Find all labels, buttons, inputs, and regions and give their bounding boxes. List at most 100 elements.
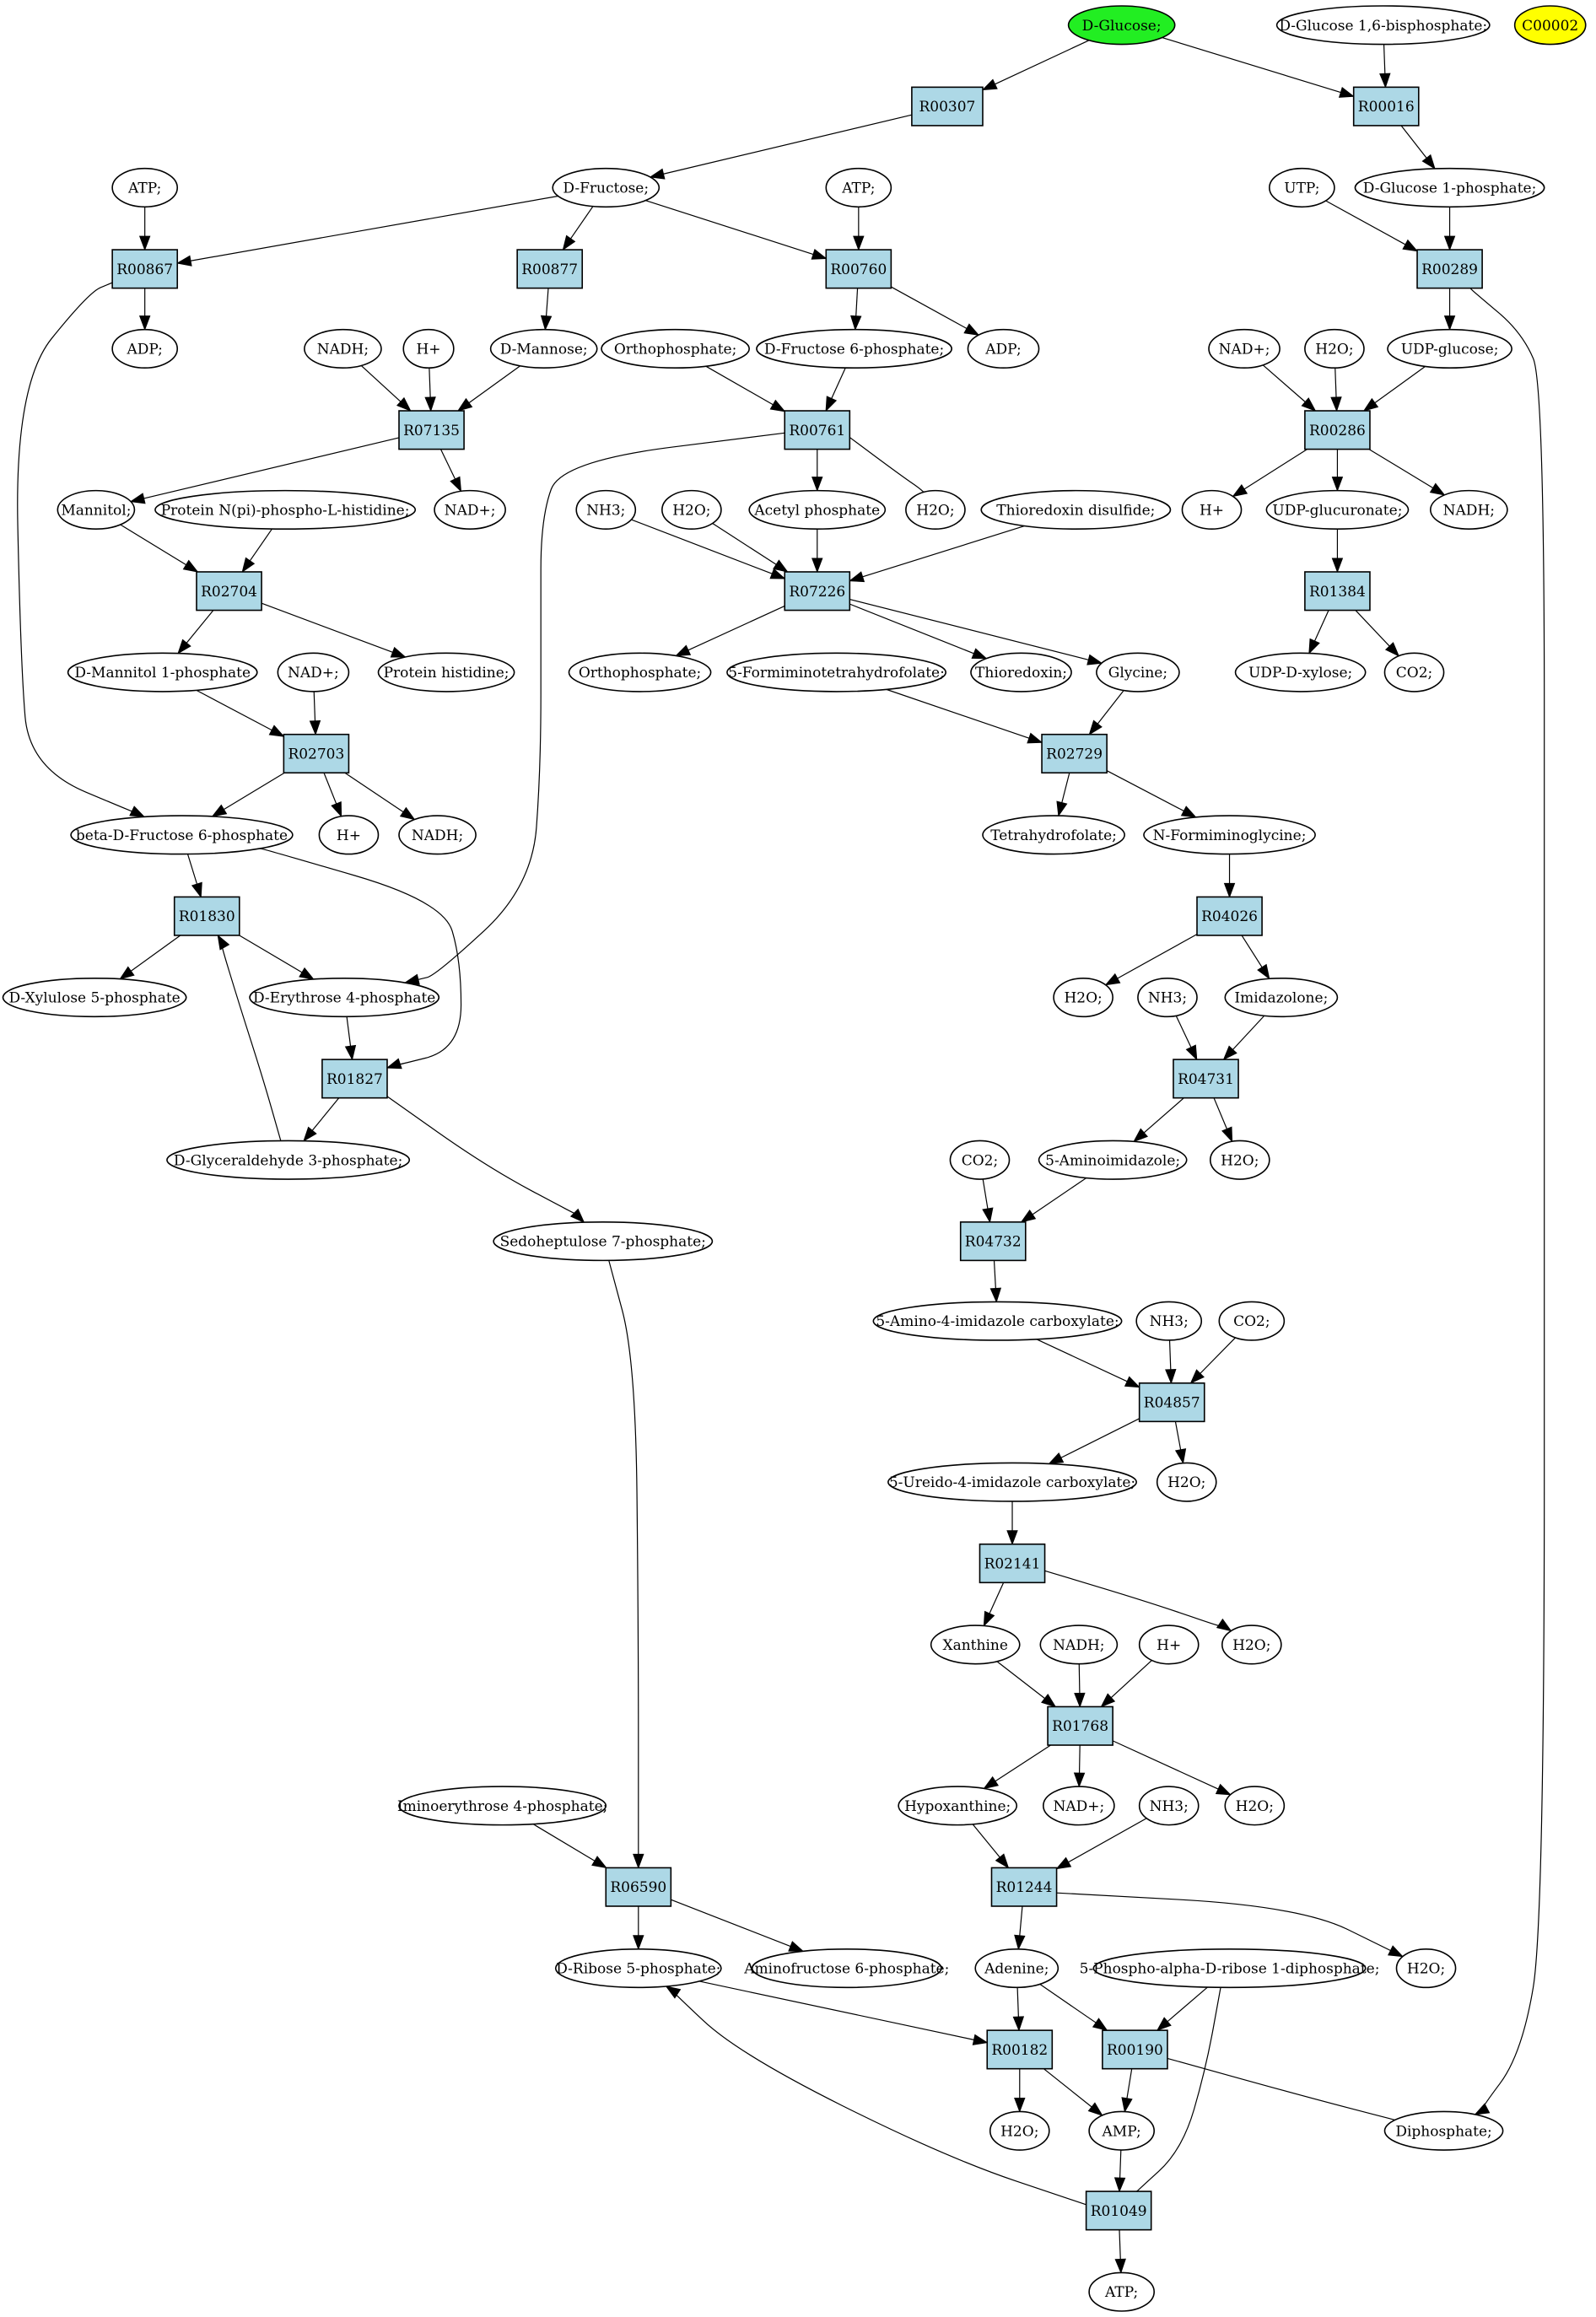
reaction-box	[1047, 1705, 1113, 1746]
metabolite-ellipse	[751, 1948, 942, 1989]
metabolite-label: D-Mannitol 1-phosphate	[74, 665, 251, 682]
reaction-r06590: R06590	[605, 1867, 672, 1907]
metabolite-label: 5-Phospho-alpha-D-ribose 1-diphosphate;	[1080, 1961, 1380, 1978]
metabolite-label: UDP-glucose;	[1401, 341, 1499, 358]
edge-g1p-to-R00289	[1443, 207, 1456, 251]
metabolite-c00002: C00002	[1513, 5, 1587, 46]
edge-co2c-to-R04857	[1189, 1337, 1236, 1384]
metabolite-label: D-Erythrose 4-phosphate	[253, 990, 435, 1007]
edge-R01768-to-hypox	[983, 1744, 1051, 1790]
edge-R01244-to-adenine	[1014, 1905, 1026, 1951]
metabolite-label: ATP;	[127, 180, 161, 197]
metabolite-label: NAD+;	[1053, 1798, 1104, 1815]
reaction-label: R00760	[830, 261, 887, 278]
metabolite-ellipse	[1429, 489, 1508, 530]
metabolite-amp: AMP;	[1088, 2110, 1155, 2151]
edge-R01830-to-x5p	[119, 935, 181, 980]
edge-R07226-to-glycine	[849, 598, 1103, 665]
edge-R00182-to-amp	[1043, 2068, 1103, 2116]
edge-hypox-to-R01244	[972, 1824, 1010, 1869]
metabolite-nad2: NAD+;	[434, 489, 506, 530]
metabolite-label: H2O;	[1232, 1637, 1270, 1654]
edge-nh3a-to-R07226	[631, 519, 786, 579]
edge-R01827-to-gap	[303, 1097, 340, 1142]
edge-xanthine-to-R01768	[996, 1661, 1057, 1708]
edge-nadh4-to-R01768	[1074, 1663, 1086, 1708]
metabolite-ellipse	[402, 328, 455, 369]
metabolite-nadh2: NADH;	[1429, 489, 1508, 530]
metabolite-label: N-Formiminoglycine;	[1153, 827, 1307, 844]
edge-R00867-to-adp1	[138, 288, 151, 331]
metabolite-ellipse	[154, 489, 417, 530]
reaction-label: R04732	[965, 1234, 1022, 1251]
metabolite-imino: Iminoerythrose 4-phosphate;	[397, 1786, 607, 1826]
edge-acetylp-to-R07226	[811, 529, 823, 574]
metabolite-diphos: Diphosphate;	[1383, 2110, 1504, 2151]
metabolite-ellipse	[398, 1786, 607, 1826]
reaction-r04731: R04731	[1173, 1059, 1239, 1099]
metabolite-label: H+	[1200, 502, 1224, 519]
metabolite-ellipse	[1221, 1625, 1282, 1665]
edge-R01384-to-udpxyl	[1308, 610, 1329, 655]
reaction-r02703: R02703	[283, 733, 350, 774]
edge-R00286-to-nadh2	[1368, 449, 1446, 496]
edge-h2o1-to-R00286	[1330, 368, 1342, 412]
edge-h1-to-R07135	[424, 368, 436, 412]
metabolite-label: NH3;	[1150, 1313, 1189, 1330]
metabolite-ellipse	[1143, 815, 1316, 855]
edge-R02704-to-prothis	[261, 602, 407, 658]
reaction-r00760: R00760	[825, 249, 892, 289]
reaction-r00307: R00307	[911, 86, 984, 127]
edge-R00190-to-amp	[1121, 2068, 1133, 2113]
metabolite-x5p: D-Xylulose 5-phosphate	[2, 977, 187, 1018]
reaction-box	[321, 1059, 388, 1099]
edge-R01830-to-e4p	[239, 935, 315, 980]
metabolite-label: 5-Ureido-4-imidazole carboxylate;	[889, 1474, 1135, 1491]
metabolite-glucose: D-Glucose;	[1067, 5, 1176, 46]
metabolite-label: Imidazolone;	[1234, 990, 1328, 1007]
edge-nh3b-to-R04731	[1175, 1016, 1198, 1061]
metabolite-ellipse	[489, 328, 598, 369]
reaction-r00286: R00286	[1304, 410, 1371, 450]
metabolite-adenine: Adenine;	[974, 1948, 1060, 1989]
edge-nad1-to-R00286	[1262, 364, 1317, 412]
metabolite-m1p: D-Mannitol 1-phosphate	[67, 652, 258, 692]
reaction-box	[1041, 733, 1108, 774]
metabolite-label: H2O;	[1221, 1152, 1259, 1169]
reaction-box	[398, 410, 465, 450]
edge-e4p-to-R01827	[344, 1016, 357, 1061]
metabolite-ellipse	[1513, 5, 1587, 46]
edge-R04731-to-h2o5	[1213, 1097, 1233, 1143]
metabolite-aica: 5-Amino-4-imidazole carboxylate;	[872, 1301, 1123, 1341]
edge-gap-to-R01830	[217, 934, 282, 1141]
edge-R00877-to-mannose	[540, 288, 553, 331]
metabolite-ellipse	[1224, 1786, 1286, 1826]
reaction-label: R00190	[1107, 2042, 1163, 2059]
edge-R00289-to-diphos	[1469, 288, 1545, 2115]
edge-R02141-to-xanthine	[983, 1582, 1005, 1627]
metabolite-ellipse	[982, 815, 1125, 855]
reaction-box	[111, 249, 179, 289]
reaction-box	[1173, 1059, 1239, 1099]
reaction-box	[1102, 2029, 1168, 2070]
metabolite-ellipse	[434, 489, 506, 530]
metabolite-ellipse	[601, 328, 750, 369]
metabolite-label: Orthophosphate;	[579, 665, 701, 682]
metabolite-protnph: Protein N(pi)-phospho-L-histidine;	[154, 489, 417, 530]
metabolite-nfgly: N-Formiminoglycine;	[1143, 815, 1316, 855]
reaction-label: R00016	[1358, 99, 1415, 116]
reaction-label: R04731	[1178, 1071, 1234, 1088]
edge-R00286-to-h2	[1232, 449, 1308, 498]
reaction-label: R01244	[996, 1879, 1053, 1896]
reaction-label: R01830	[179, 908, 235, 925]
reaction-label: R00877	[521, 261, 578, 278]
reaction-r07226: R07226	[784, 571, 851, 612]
edge-prpp-to-R00190	[1156, 1986, 1208, 2032]
edge-amp-to-R01049	[1113, 2150, 1126, 2193]
reaction-r00016: R00016	[1352, 86, 1420, 127]
metabolite-nadh1: NADH;	[304, 328, 382, 369]
reaction-r04732: R04732	[959, 1221, 1027, 1262]
metabolite-label: Adenine;	[984, 1961, 1049, 1978]
metabolite-ellipse	[1088, 2271, 1155, 2312]
reaction-label: R00182	[991, 2042, 1048, 2059]
